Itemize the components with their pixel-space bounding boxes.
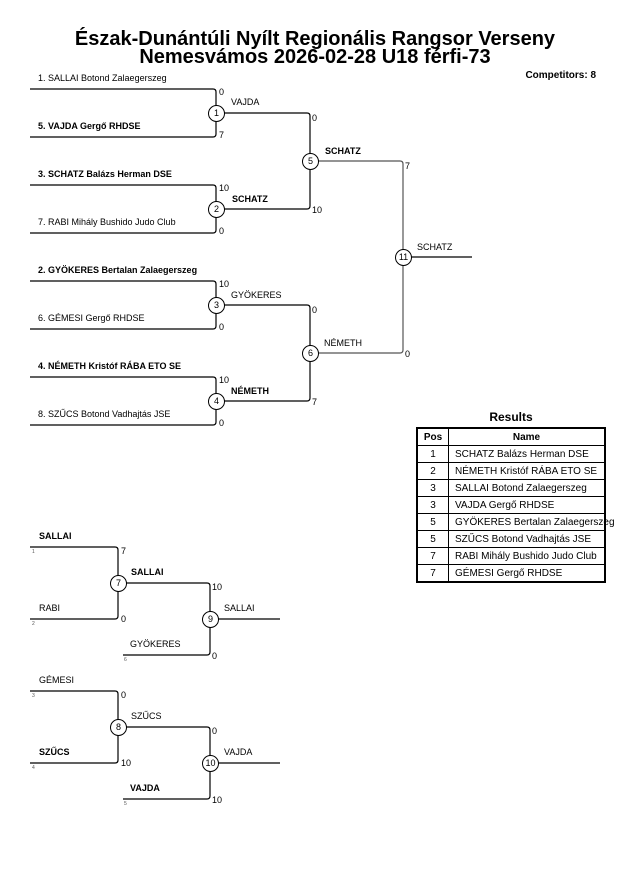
pos-cell: 3 — [416, 479, 449, 497]
score: 7 — [405, 161, 411, 171]
results-header-row: Pos Name — [416, 427, 606, 446]
score: 0 — [121, 690, 127, 700]
pos-cell: 7 — [416, 564, 449, 583]
bracket-line — [310, 160, 404, 354]
name-cell: RABI Mihály Bushido Judo Club — [448, 547, 606, 565]
score: 10 — [121, 758, 132, 768]
name-cell: SZŰCS Botond Vadhajtás JSE — [448, 530, 606, 548]
score: 0 — [219, 87, 225, 97]
name-cell: VAJDA Gergő RHDSE — [448, 496, 606, 514]
score: 7 — [219, 130, 225, 140]
score: 0 — [312, 113, 318, 123]
entry-label: 8. SZŰCS Botond Vadhajtás JSE — [38, 409, 171, 419]
winner-label: SCHATZ — [232, 194, 268, 204]
score: 0 — [219, 322, 225, 332]
name-header: Name — [448, 427, 606, 446]
event-subtitle: Nemesvámos 2026-02-28 U18 férfi-73 — [139, 46, 491, 68]
match-node[interactable]: 6 — [302, 345, 319, 362]
repechage-entry: GÉMESI — [39, 675, 75, 685]
entry-label: 3. SCHATZ Balázs Herman DSE — [38, 169, 172, 179]
event-title: Észak-Dunántúli Nyílt Regionális Rangsor… — [74, 28, 556, 50]
seed-number: 6 — [124, 657, 127, 663]
score: 10 — [219, 279, 230, 289]
entry-label: 1. SALLAI Botond Zalaegerszeg — [38, 73, 167, 83]
repechage-entry: VAJDA — [130, 783, 160, 793]
entry-label: 5. VAJDA Gergő RHDSE — [38, 121, 141, 131]
name-cell: GÉMESI Gergő RHDSE — [448, 564, 606, 583]
winner-label: NÉMETH — [231, 386, 269, 396]
score: 0 — [312, 305, 318, 315]
entry-label: 7. RABI Mihály Bushido Judo Club — [38, 217, 176, 227]
match-node[interactable]: 10 — [202, 755, 219, 772]
match-node[interactable]: 9 — [202, 611, 219, 628]
match-node[interactable]: 7 — [110, 575, 127, 592]
match-node[interactable]: 8 — [110, 719, 127, 736]
match-node[interactable]: 1 — [208, 105, 225, 122]
score: 7 — [312, 397, 318, 407]
seed-number: 2 — [32, 621, 35, 627]
pos-cell: 7 — [416, 547, 449, 565]
score: 7 — [121, 546, 127, 556]
pos-cell: 1 — [416, 445, 449, 463]
repechage-entry: RABI — [39, 603, 61, 613]
score: 0 — [219, 418, 225, 428]
match-node[interactable]: 4 — [208, 393, 225, 410]
pos-cell: 5 — [416, 530, 449, 548]
score: 10 — [212, 795, 223, 805]
score: 0 — [212, 726, 218, 736]
score: 10 — [212, 582, 223, 592]
match-node[interactable]: 3 — [208, 297, 225, 314]
pos-header: Pos — [416, 427, 449, 446]
score: 0 — [219, 226, 225, 236]
name-cell: GYÖKERES Bertalan Zalaegerszeg — [448, 513, 615, 531]
score: 10 — [219, 183, 230, 193]
seed-number: 5 — [124, 801, 127, 807]
name-cell: SALLAI Botond Zalaegerszeg — [448, 479, 606, 497]
entry-label: 4. NÉMETH Kristóf RÁBA ETO SE — [38, 361, 182, 371]
entry-label: 6. GÉMESI Gergő RHDSE — [38, 313, 145, 323]
score: 0 — [121, 614, 127, 624]
winner-label: SALLAI — [224, 603, 255, 613]
entry-label: 2. GYÖKERES Bertalan Zalaegerszeg — [38, 265, 198, 275]
seed-number: 3 — [32, 693, 35, 699]
match-node[interactable]: 5 — [302, 153, 319, 170]
pos-cell: 5 — [416, 513, 449, 531]
name-cell: SCHATZ Balázs Herman DSE — [448, 445, 606, 463]
score: 10 — [312, 205, 323, 215]
pos-cell: 2 — [416, 462, 449, 480]
name-cell: NÉMETH Kristóf RÁBA ETO SE — [448, 462, 606, 480]
winner-label: SCHATZ — [417, 242, 453, 252]
winner-label: VAJDA — [231, 97, 260, 107]
repechage-entry: SALLAI — [39, 531, 72, 541]
winner-label: NÉMETH — [324, 338, 362, 348]
score: 0 — [212, 651, 218, 661]
score: 10 — [219, 375, 230, 385]
winner-label: SCHATZ — [325, 146, 361, 156]
match-node[interactable]: 2 — [208, 201, 225, 218]
winner-label: SZŰCS — [131, 711, 162, 721]
results-title: Results — [489, 410, 533, 424]
seed-number: 1 — [32, 549, 35, 555]
match-node[interactable]: 11 — [395, 249, 412, 266]
repechage-entry: SZŰCS — [39, 747, 70, 757]
competitors-count: Competitors: 8 — [525, 70, 596, 81]
seed-number: 4 — [32, 765, 35, 771]
pos-cell: 3 — [416, 496, 449, 514]
repechage-entry: GYÖKERES — [130, 639, 181, 649]
winner-label: GYÖKERES — [231, 290, 282, 300]
score: 0 — [405, 349, 411, 359]
winner-label: VAJDA — [224, 747, 253, 757]
winner-label: SALLAI — [131, 567, 164, 577]
